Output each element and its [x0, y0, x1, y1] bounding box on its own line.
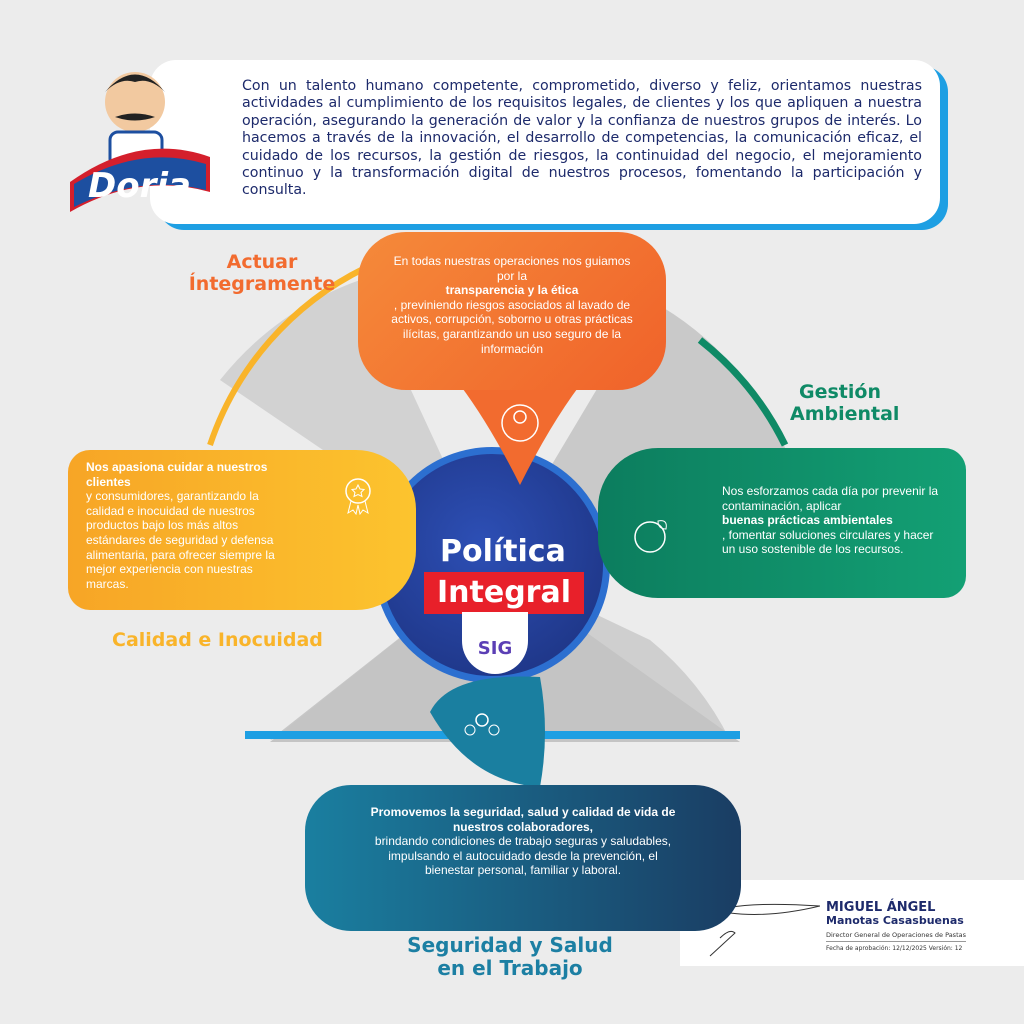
text: En todas nuestras operaciones nos guiamo… [393, 254, 631, 283]
bold-text: Promovemos la seguridad, salud y calidad… [370, 805, 676, 834]
seguridad-title: Seguridad y Salud en el Trabajo [390, 934, 630, 980]
bold-text: transparencia y la ética [445, 283, 579, 298]
signer-name1: MIGUEL ÁNGEL [826, 900, 936, 915]
sig-badge: SIG [462, 612, 528, 674]
sig-text: SIG [477, 638, 513, 659]
earth-leaf-icon [634, 520, 667, 553]
intro-text: Con un talento humano competente, compro… [242, 78, 922, 199]
actuar-bubble: En todas nuestras operaciones nos guiamo… [358, 232, 666, 390]
ambiental-bubble: Nos esforzamos cada día por prevenir la … [598, 448, 966, 598]
teal-fold [430, 676, 545, 787]
seguridad-bubble: Promovemos la seguridad, salud y calidad… [305, 785, 741, 931]
bold-text: buenas prácticas ambientales [722, 513, 893, 528]
svg-text:Doria: Doria [88, 166, 191, 206]
title-line: Ambiental [790, 402, 900, 425]
text: , previniendo riesgos asociados al lavad… [391, 297, 633, 356]
actuar-title: Actuar Íntegramente [172, 251, 352, 296]
doria-logo: Doria [60, 62, 220, 217]
title-line: Actuar [226, 251, 298, 273]
center-title-line1: Política [440, 534, 566, 569]
text: Nos esforzamos cada día por prevenir la … [722, 484, 939, 513]
title-line: Seguridad y Salud [407, 933, 613, 957]
intro-card: Con un talento humano competente, compro… [150, 60, 940, 224]
orange-fold [460, 385, 580, 485]
bold-text: Nos apasiona cuidar a nuestros clientes [86, 460, 268, 489]
text: , fomentar soluciones circulares y hacer… [722, 527, 934, 557]
title-line: Gestión [799, 381, 881, 403]
mascot-icon: Doria [70, 72, 210, 212]
text: brindando condiciones de trabajo seguras… [374, 834, 672, 878]
signer-role: Director General de Operaciones de Pasta… [826, 931, 966, 942]
award-ribbon-icon [345, 478, 371, 515]
calidad-bubble: Nos apasiona cuidar a nuestros clientes … [68, 450, 416, 610]
center-title-line2: Integral [424, 572, 584, 614]
title-line: en el Trabajo [437, 956, 583, 980]
signer-name2: Manotas Casasbuenas [826, 914, 964, 927]
ambiental-title: Gestión Ambiental [790, 381, 900, 426]
approval-meta: Fecha de aprobación: 12/12/2025 Versión:… [826, 945, 963, 952]
calidad-title: Calidad e Inocuidad [112, 629, 323, 651]
title-line: Íntegramente [188, 272, 336, 295]
text: y consumidores, garantizando la calidad … [86, 489, 275, 591]
